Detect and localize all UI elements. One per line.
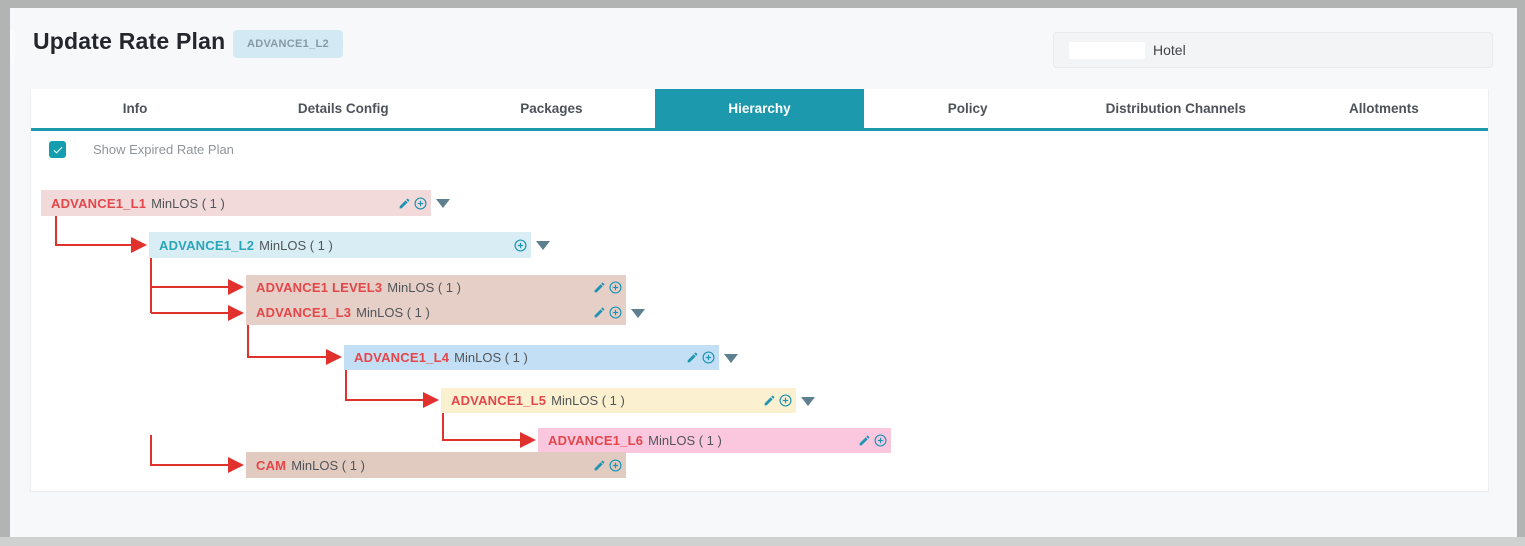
rate-plan-name: ADVANCE1_L2 <box>159 237 255 253</box>
rate-plan-name: ADVANCE1 LEVEL3 <box>256 280 383 295</box>
edit-pencil-icon[interactable] <box>397 196 412 211</box>
rate-plan-minlos: MinLOS ( 1 ) <box>291 457 365 473</box>
hotel-selector[interactable]: Hotel <box>1053 32 1493 68</box>
edit-pencil-icon[interactable] <box>762 393 777 408</box>
rate-plan-name: ADVANCE1_L5 <box>451 393 547 408</box>
rate-plan-minlos: MinLOS ( 1 ) <box>151 195 225 211</box>
show-expired-row: Show Expired Rate Plan <box>49 141 234 158</box>
add-child-icon[interactable] <box>608 280 623 295</box>
check-icon <box>53 146 62 153</box>
add-child-icon[interactable] <box>513 238 528 253</box>
page-title: Update Rate Plan <box>33 28 226 54</box>
window-bottom-edge <box>0 537 1525 546</box>
tab-policy[interactable]: Policy <box>947 101 988 116</box>
tab-allotments[interactable]: Allotments <box>1349 101 1419 116</box>
node-actions <box>762 388 793 413</box>
node-actions <box>592 300 623 325</box>
tab-bar: Info Details Config Packages Hierarchy Polic… <box>31 89 1488 128</box>
add-child-icon[interactable] <box>778 393 793 408</box>
rate-plan-name: ADVANCE1_L4 <box>354 350 450 365</box>
hotel-name-redacted <box>1069 41 1145 59</box>
rate-plan-node-l5: ADVANCE1_L5 MinLOS ( 1 ) <box>441 388 815 413</box>
hotel-label: Hotel <box>1153 42 1186 58</box>
add-child-icon[interactable] <box>608 458 623 473</box>
add-child-icon[interactable] <box>413 196 428 211</box>
edit-pencil-icon[interactable] <box>857 433 872 448</box>
add-child-icon[interactable] <box>608 305 623 320</box>
tab-packages[interactable]: Packages <box>520 101 583 116</box>
collapse-caret-icon[interactable] <box>724 353 738 363</box>
node-actions <box>397 190 428 216</box>
rate-plan-name: ADVANCE1_L1 <box>51 195 147 211</box>
edit-pencil-icon[interactable] <box>592 280 607 295</box>
rate-plan-minlos: MinLOS ( 1 ) <box>648 433 722 448</box>
node-actions <box>592 275 623 300</box>
tab-hierarchy[interactable]: Hierarchy <box>655 89 864 128</box>
collapse-caret-icon[interactable] <box>536 241 550 250</box>
rate-plan-name: ADVANCE1_L6 <box>548 433 644 448</box>
node-actions <box>685 345 716 370</box>
rate-plan-name: CAM <box>256 457 287 473</box>
tab-details-config[interactable]: Details Config <box>297 101 389 116</box>
add-child-icon[interactable] <box>873 433 888 448</box>
tab-underline <box>31 128 1488 131</box>
add-child-icon[interactable] <box>701 350 716 365</box>
tab-distribution-channels[interactable]: Distribution Channels <box>1105 101 1246 116</box>
collapse-caret-icon[interactable] <box>801 396 815 406</box>
edit-pencil-icon[interactable] <box>592 458 607 473</box>
rate-plan-node-level3: ADVANCE1 LEVEL3 MinLOS ( 1 ) <box>246 275 626 300</box>
node-actions <box>857 428 888 453</box>
show-expired-checkbox[interactable] <box>49 141 66 158</box>
rate-plan-name: ADVANCE1_L3 <box>256 305 352 320</box>
rate-plan-node-l6: ADVANCE1_L6 MinLOS ( 1 ) <box>538 428 891 453</box>
edit-pencil-icon[interactable] <box>592 305 607 320</box>
collapse-caret-icon[interactable] <box>436 199 450 208</box>
tab-info[interactable]: Info <box>122 101 148 116</box>
rate-plan-minlos: MinLOS ( 1 ) <box>259 237 333 253</box>
node-actions <box>592 452 623 478</box>
rate-plan-minlos: MinLOS ( 1 ) <box>387 280 461 295</box>
rate-plan-minlos: MinLOS ( 1 ) <box>454 350 528 365</box>
edit-pencil-icon[interactable] <box>685 350 700 365</box>
rate-plan-badge: ADVANCE1_L2 <box>233 30 343 58</box>
node-actions <box>513 232 528 258</box>
collapse-caret-icon[interactable] <box>631 308 645 318</box>
left-scrollbar-thumb[interactable] <box>10 30 15 64</box>
rate-plan-minlos: MinLOS ( 1 ) <box>356 305 430 320</box>
rate-plan-node-l3: ADVANCE1_L3 MinLOS ( 1 ) <box>246 300 645 325</box>
rate-plan-minlos: MinLOS ( 1 ) <box>551 393 625 408</box>
show-expired-label: Show Expired Rate Plan <box>93 142 234 157</box>
rate-plan-card: Info Details Config Packages Hierarchy Polic… <box>30 89 1489 492</box>
rate-plan-node-l4: ADVANCE1_L4 MinLOS ( 1 ) <box>344 345 738 370</box>
